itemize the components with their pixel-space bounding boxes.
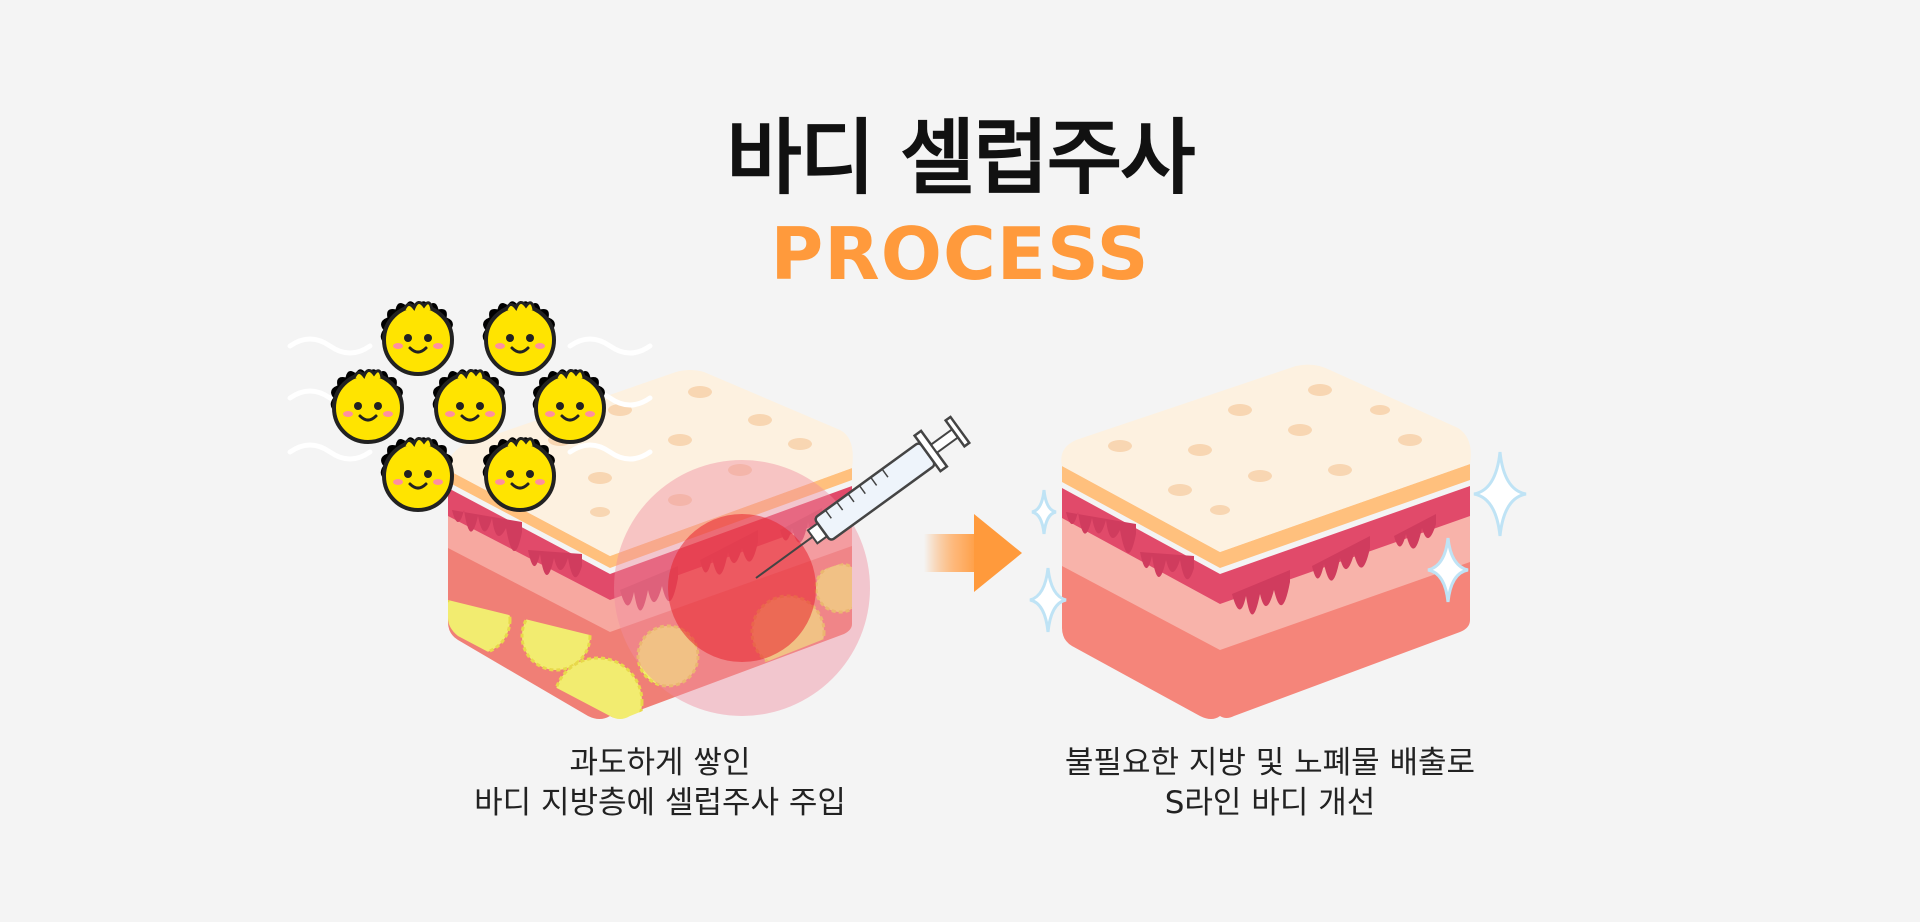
skin-pores-before [508, 386, 812, 517]
page-title: 바디 셀럽주사 [726, 111, 1195, 206]
syringe-icon [755, 415, 972, 579]
fat-cell-character-icon [380, 301, 454, 376]
step-caption-before: 과도하게 쌓인 바디 지방층에 셀럽주사 주입 [380, 743, 940, 823]
fat-cell-characters [287, 301, 653, 512]
caption-line: 불필요한 지방 및 노폐물 배출로 [1064, 745, 1476, 781]
fat-cell-character-icon [532, 369, 606, 444]
skin-block-after [1061, 364, 1471, 719]
skin-pores-after [1108, 384, 1422, 515]
fat-cell-character-icon [432, 369, 506, 444]
injection-glow-inner [668, 514, 816, 662]
sparkle-icon [1029, 567, 1067, 633]
sparkle-icon [1473, 451, 1527, 537]
caption-line: S라인 바디 개선 [1164, 785, 1376, 821]
step-caption-after: 불필요한 지방 및 노폐물 배출로 S라인 바디 개선 [1000, 743, 1540, 823]
skin-block-before [447, 370, 870, 719]
page-subtitle: PROCESS [770, 212, 1150, 296]
sparkle-icon [1031, 489, 1057, 535]
sparkle-icons [1029, 451, 1527, 633]
fat-cell-character-icon [380, 437, 454, 512]
fat-cell-character-icon [482, 301, 556, 376]
arrow-right-icon [924, 514, 1022, 592]
sparkle-icon [1427, 537, 1469, 603]
caption-line: 바디 지방층에 셀럽주사 주입 [474, 785, 846, 821]
fat-cell-character-icon [330, 369, 404, 444]
fat-cell-character-icon [482, 437, 556, 512]
caption-line: 과도하게 쌓인 [569, 745, 751, 781]
